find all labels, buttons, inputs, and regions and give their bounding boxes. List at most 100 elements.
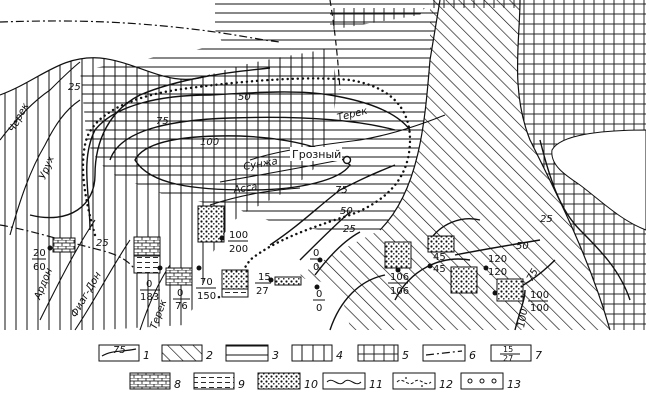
river-assa-line bbox=[209, 187, 301, 206]
column-brick-3 bbox=[165, 267, 193, 286]
zones bbox=[0, 0, 646, 330]
isoline-label: 50 bbox=[516, 241, 529, 252]
river-sunzha-line bbox=[219, 159, 341, 183]
svg-text:106: 106 bbox=[390, 286, 409, 297]
column-dots-4 bbox=[197, 205, 225, 243]
well-dot bbox=[47, 245, 53, 251]
svg-text:13: 13 bbox=[507, 378, 521, 391]
isoline-label: 25 bbox=[540, 214, 553, 225]
river-urukh-line bbox=[9, 99, 81, 236]
svg-text:2: 2 bbox=[206, 349, 213, 362]
svg-text:10: 10 bbox=[304, 378, 318, 391]
isoline-50-central bbox=[299, 211, 351, 261]
svg-text:12: 12 bbox=[439, 378, 453, 391]
svg-text:75: 75 bbox=[113, 345, 126, 356]
well-dot bbox=[314, 284, 320, 290]
svg-text:15: 15 bbox=[503, 345, 513, 354]
isoline-75-central bbox=[269, 164, 396, 246]
isoline-label: 25 bbox=[343, 224, 356, 235]
svg-text:100: 100 bbox=[229, 230, 248, 241]
well-dot bbox=[483, 265, 489, 271]
isoline-label: 100 bbox=[516, 308, 530, 329]
isoline-label: 75 bbox=[156, 116, 169, 127]
svg-text:100: 100 bbox=[530, 290, 549, 301]
river-fiagdon-line bbox=[74, 239, 131, 331]
dotted-boundary bbox=[81, 77, 412, 302]
well-label-1: 20 60 bbox=[32, 248, 46, 273]
isoline-50 bbox=[86, 91, 411, 231]
well-label-6: 100 200 bbox=[228, 230, 248, 255]
well-label-9: 106 106 bbox=[388, 272, 409, 297]
legend-item-3: 3 bbox=[225, 344, 279, 362]
svg-text:27: 27 bbox=[503, 354, 513, 363]
legend-item-4: 4 bbox=[291, 344, 343, 362]
well-label-11: 120 120 bbox=[488, 254, 507, 278]
svg-text:0: 0 bbox=[313, 248, 319, 259]
well-label-5: 15 27 bbox=[255, 272, 271, 297]
column-dash-5 bbox=[221, 288, 249, 298]
zone-blank-east bbox=[551, 129, 646, 231]
svg-text:27: 27 bbox=[256, 286, 269, 297]
svg-text:183: 183 bbox=[140, 292, 159, 303]
isoline-75 bbox=[109, 116, 396, 161]
river-terek-line bbox=[249, 114, 446, 161]
river-cherek-line bbox=[0, 61, 81, 141]
boundary-dashdot-north bbox=[0, 20, 281, 43]
column-dash-2 bbox=[133, 255, 161, 274]
legend-item-12: 12 bbox=[392, 372, 453, 391]
svg-text:60: 60 bbox=[33, 262, 46, 273]
boundaries bbox=[0, 0, 611, 331]
well-label-3: 0 76 bbox=[173, 288, 190, 312]
boundary-dashdot-sw bbox=[0, 224, 136, 271]
isoline-label: 50 bbox=[340, 206, 353, 217]
well-label-7: 0 0 bbox=[310, 248, 322, 273]
well-dot bbox=[157, 265, 163, 271]
well-dot bbox=[268, 277, 274, 283]
svg-text:1: 1 bbox=[143, 349, 150, 362]
well-label-10: 45 45 bbox=[433, 252, 446, 275]
svg-text:11: 11 bbox=[369, 378, 383, 391]
isoline-contour-b bbox=[394, 258, 471, 301]
isoline-25-east bbox=[539, 139, 631, 301]
well-dot bbox=[395, 267, 401, 273]
svg-text:70: 70 bbox=[200, 277, 213, 288]
column-dots-9 bbox=[450, 266, 478, 294]
svg-text:3: 3 bbox=[272, 349, 279, 362]
zone-grid-north bbox=[330, 0, 520, 30]
boundary-grid-east bbox=[516, 0, 611, 331]
well-label-4: 70 150 bbox=[196, 277, 216, 302]
well-label-2: 0 183 bbox=[140, 279, 160, 303]
legend-item-10: 10 bbox=[257, 372, 318, 391]
svg-text:15: 15 bbox=[258, 272, 271, 283]
well-label-12: 100 100 bbox=[528, 290, 549, 314]
well-dot bbox=[492, 290, 498, 296]
svg-text:0: 0 bbox=[146, 279, 152, 290]
well-label-8: 0 0 bbox=[313, 289, 325, 314]
well-dot bbox=[427, 263, 433, 269]
isoline-label: 50 bbox=[238, 92, 251, 103]
svg-text:9: 9 bbox=[238, 378, 245, 391]
legend-item-11: 11 bbox=[322, 372, 383, 391]
svg-text:45: 45 bbox=[433, 252, 446, 263]
legend-item-5: 5 bbox=[357, 344, 409, 362]
svg-text:106: 106 bbox=[390, 272, 409, 283]
legend: 75 1 2 3 4 5 6 15 27 7 bbox=[98, 344, 542, 391]
legend-item-13: 13 bbox=[460, 372, 521, 391]
svg-text:20: 20 bbox=[33, 248, 46, 259]
svg-text:200: 200 bbox=[229, 244, 248, 255]
well-columns bbox=[52, 205, 524, 302]
column-brick-1 bbox=[52, 237, 76, 253]
isoline-50-east bbox=[454, 239, 541, 256]
isoline-contour-c bbox=[329, 274, 386, 331]
svg-text:4: 4 bbox=[336, 349, 343, 362]
column-dots-7 bbox=[384, 241, 412, 269]
boundary-diag-west bbox=[379, 0, 441, 231]
isoline-label: 75 bbox=[335, 185, 348, 196]
legend-item-7: 15 27 7 bbox=[490, 344, 542, 363]
boundary-west bbox=[0, 57, 211, 96]
column-dots-6 bbox=[274, 276, 302, 286]
svg-text:120: 120 bbox=[488, 267, 507, 278]
svg-text:0: 0 bbox=[313, 262, 319, 273]
svg-text:100: 100 bbox=[530, 303, 549, 314]
